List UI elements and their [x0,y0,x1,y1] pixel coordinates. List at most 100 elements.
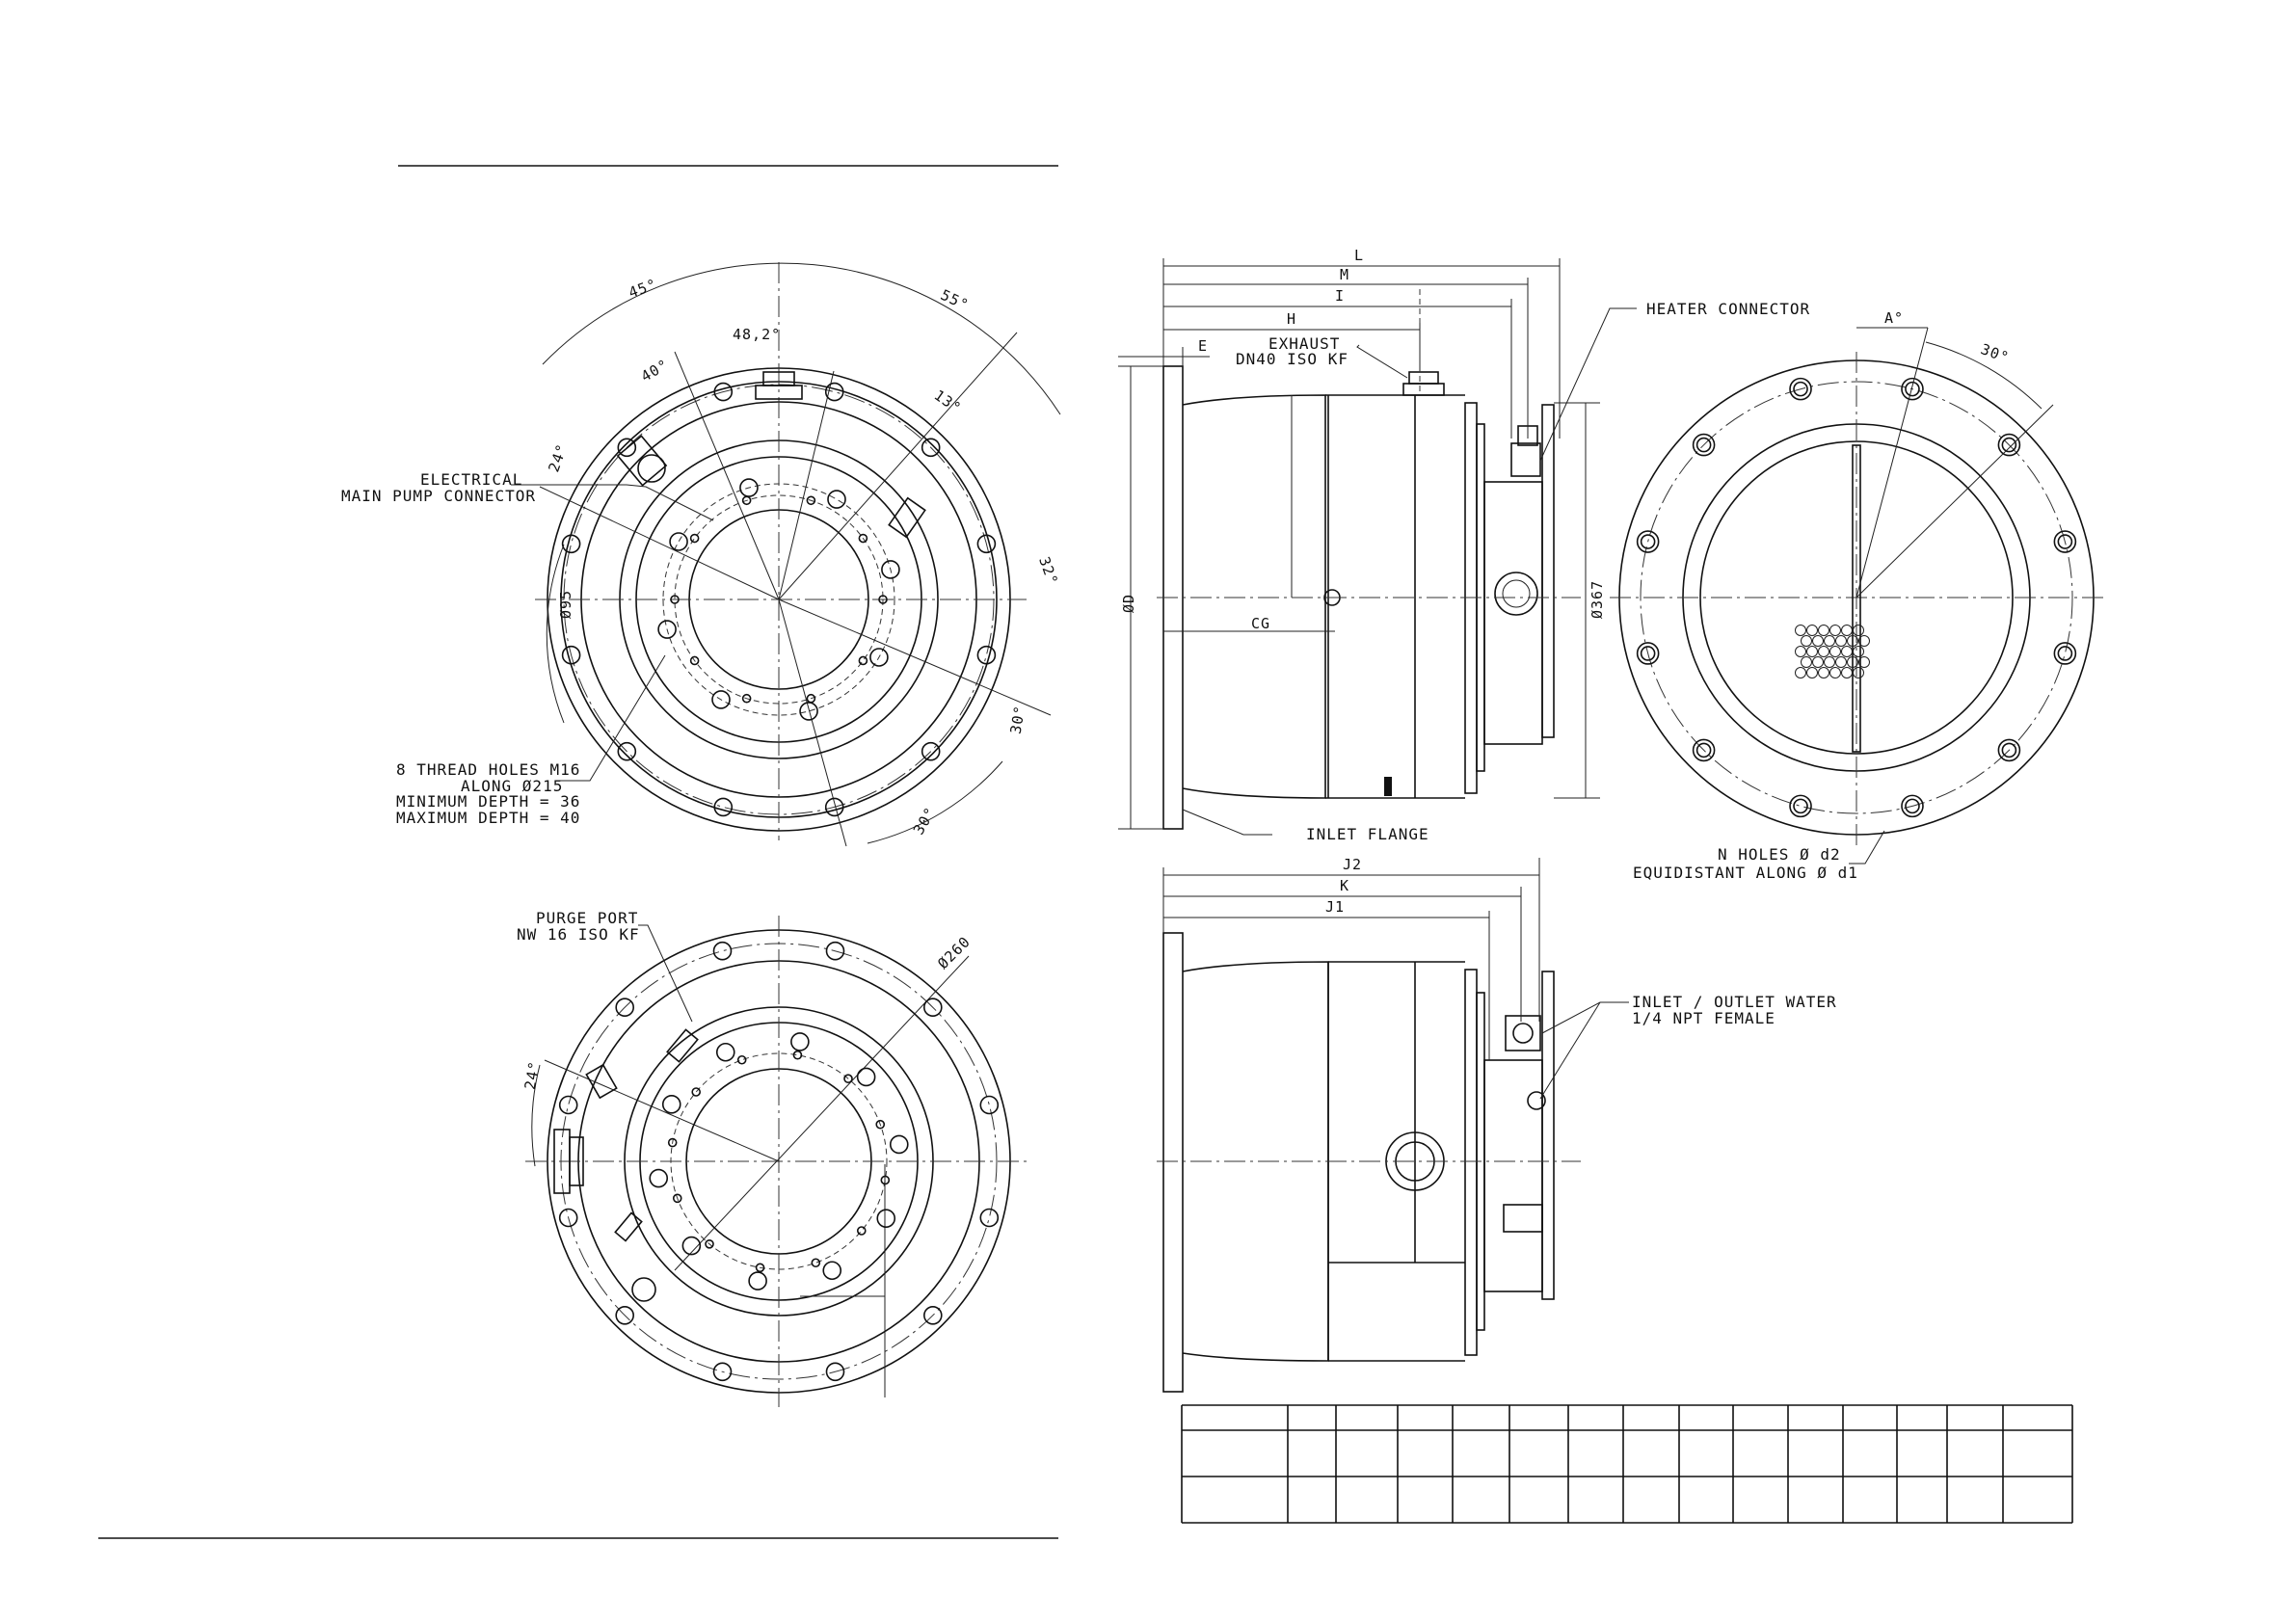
screen-cell [1853,625,1864,636]
screen-cell [1829,667,1841,678]
flange-bolt-hole [825,1362,845,1382]
small-hole [736,1054,747,1065]
flange-bolt-hole [615,1306,634,1325]
flange-bolt-hole-inner [1640,646,1656,661]
electrical-label-1: ELECTRICAL [420,470,522,489]
dim-H-label: H [1287,310,1296,328]
flange-bolt-hole-inner [2057,534,2073,549]
thread-hole [827,490,846,509]
thread-holes-label-4: MAXIMUM DEPTH = 40 [396,809,580,827]
thread-holes-label-1: 8 THREAD HOLES M16 [396,760,580,779]
heater-connector-label: HEATER CONNECTOR [1646,300,1810,318]
n-holes-label-1: N HOLES Ø d2 [1718,845,1841,864]
electrical-label-2: MAIN PUMP CONNECTOR [341,487,536,505]
port-hole [822,1261,842,1281]
flange-bolt-hole [1692,433,1716,457]
dim-L-label: L [1354,247,1364,264]
flange-bolt-hole [1636,530,1660,553]
angle-30-a-label: 30° [1007,704,1029,735]
side-view: L M I H E ØD CG Ø367 EXHAUST DN40 ISO KF… [1118,247,1810,843]
flange-bolt-hole [558,1095,578,1115]
flange-bolt-hole [712,1362,733,1382]
small-hole [741,495,752,506]
flange-bolt-hole [921,741,941,761]
screen-cell [1835,656,1847,668]
flange-bolt-hole [561,645,581,665]
flange-bolt-hole [1692,738,1716,762]
screen-cell [1801,635,1812,647]
flange-bolt-hole [1789,377,1812,401]
dimension-table [1181,1404,2073,1524]
front-view: A° 30° N HOLES Ø d2 EQUIDISTANT ALONG Ø … [1610,309,2106,882]
thread-holes-label-2: ALONG Ø215 [461,777,563,795]
flange-bolt-hole [923,1306,943,1325]
small-hole [689,533,700,544]
small-hole [858,655,868,666]
bottom-left-view: 24° Ø260 PURGE PORT NW 16 ISO KF [517,909,1031,1407]
exhaust-label-2: DN40 ISO KF [1236,350,1348,368]
flange-bolt-hole-inner [1695,742,1712,758]
flange-bolt-hole [713,797,734,817]
dim-J1-label: J1 [1325,898,1345,916]
front-angle-30-label: 30° [1979,340,2012,366]
flange-bolt-hole-inner [2001,742,2017,758]
screen-cell [1853,667,1864,678]
screen-cell [1812,656,1824,668]
flange-bolt-hole-inner [1695,437,1712,453]
small-hole [689,655,700,666]
flange-bolt-hole [1901,794,1924,818]
thread-hole [669,532,688,551]
port-hole [889,1134,909,1155]
dim-I-label: I [1335,287,1345,305]
bl-diameter-260-label: Ø260 [934,933,974,972]
port-hole [661,1095,681,1114]
flange-bolt-hole [923,998,943,1017]
screen-cell [1829,646,1841,657]
flange-bolt-hole [976,645,997,665]
flange-bolt-hole [976,534,997,554]
screen-cell [1818,667,1829,678]
angle-48-2-label: 48,2° [733,326,781,343]
small-hole [691,1087,702,1097]
lower-side-view: J2 K J1 INLET / OUTLET WATER 1/4 NPT FEM… [1157,856,1836,1393]
inlet-flange-label: INLET FLANGE [1306,825,1429,843]
flange-bolt-hole [1636,642,1660,665]
port-hole [790,1032,810,1051]
flange-bolt-hole [979,1095,1000,1115]
small-hole [792,1050,803,1060]
flange-bolt-hole [1997,433,2021,457]
thread-hole [711,690,731,709]
small-hole [878,595,888,604]
angle-32-label: 32° [1035,554,1061,587]
flange-bolt-hole [921,438,941,458]
dim-CG-label: CG [1251,615,1270,632]
port-hole [748,1271,767,1290]
small-hole [875,1119,886,1130]
small-hole [670,595,680,604]
flange-bolt-hole-inner [1905,798,1920,814]
small-hole [880,1175,891,1185]
port-hole [876,1209,896,1228]
angle-13-label: 13° [931,386,965,417]
thread-holes-label-3: MINIMUM DEPTH = 36 [396,792,580,811]
thread-hole [799,702,818,721]
dim-A-label: A° [1884,309,1904,327]
screen-cell [1847,635,1858,647]
port-hole [681,1236,702,1256]
purge-port-label-2: NW 16 ISO KF [517,925,640,944]
flange-bolt-hole [713,382,734,402]
flange-bolt-hole [1901,377,1924,401]
screen-cell [1806,625,1818,636]
small-hole [811,1258,821,1268]
dim-M-label: M [1340,266,1349,283]
screen-cell [1853,646,1864,657]
flange-bolt-hole [617,741,637,761]
flange-bolt-hole [979,1208,1000,1228]
angle-40-label: 40° [638,356,672,386]
small-hole [856,1226,867,1236]
screen-cell [1818,646,1829,657]
screen-cell [1795,667,1806,678]
screen-cell [1847,656,1858,668]
